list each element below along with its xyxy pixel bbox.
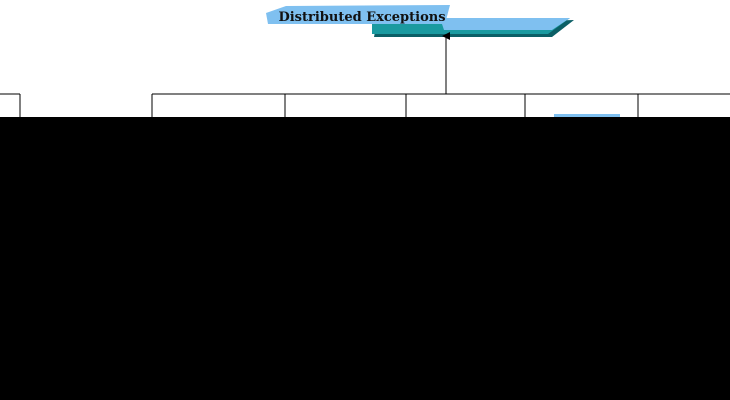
root-node-body-right <box>440 18 570 30</box>
child-node-partial-left <box>0 93 21 118</box>
obscured-region <box>0 117 730 400</box>
root-node-body <box>266 5 450 24</box>
root-node-label: Distributed Exceptions <box>278 10 445 25</box>
obscured-node-remnant <box>554 114 620 117</box>
root-node: Distributed Exceptions <box>266 5 574 37</box>
